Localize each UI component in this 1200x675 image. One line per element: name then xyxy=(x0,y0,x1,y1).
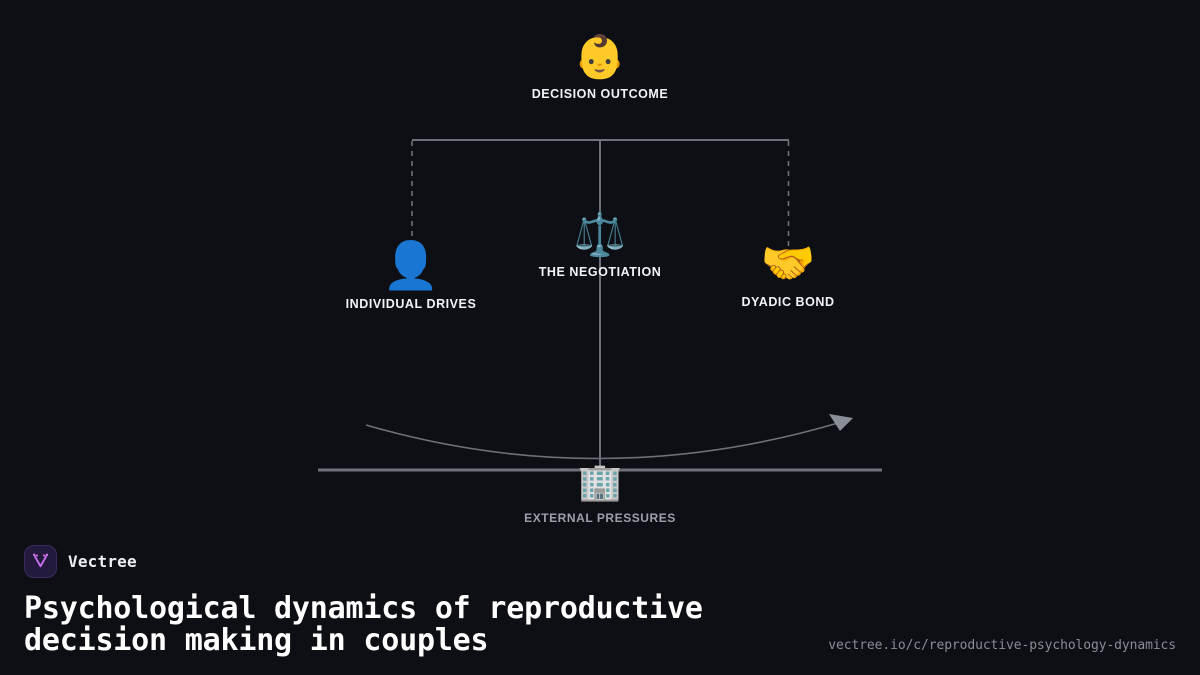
feedback-arc xyxy=(365,422,839,460)
source-url: vectree.io/c/reproductive-psychology-dyn… xyxy=(828,638,1176,653)
footer: Vectree Psychological dynamics of reprod… xyxy=(0,544,1200,675)
v-branch-glyph xyxy=(32,553,49,568)
baby-emoji: 👶 xyxy=(573,32,627,81)
page-title: Psychological dynamics of reproductive d… xyxy=(24,590,703,658)
node-the-negotiation[interactable]: ⚖️ THE NEGOTIATION xyxy=(538,210,662,280)
node-label-the-negotiation: THE NEGOTIATION xyxy=(538,265,662,279)
node-label-decision-outcome: DECISION OUTCOME xyxy=(531,87,669,101)
node-label-individual-drives: INDIVIDUAL DRIVES xyxy=(345,297,477,311)
node-external-pressures[interactable]: 🏢 EXTERNAL PRESSURES xyxy=(524,462,676,526)
arrow-head-icon xyxy=(829,414,853,431)
node-label-dyadic-bond: DYADIC BOND xyxy=(741,295,835,309)
node-individual-drives[interactable]: 👤 INDIVIDUAL DRIVES xyxy=(346,242,477,311)
office-building-emoji: 🏢 xyxy=(577,462,623,503)
vectree-v-logo-icon xyxy=(24,544,57,578)
person-silhouette-emoji: 👤 xyxy=(382,238,440,292)
brand-name: Vectree xyxy=(68,551,137,571)
node-label-external-pressures: EXTERNAL PRESSURES xyxy=(524,511,676,525)
node-decision-outcome[interactable]: 👶 DECISION OUTCOME xyxy=(531,32,669,102)
node-dyadic-bond[interactable]: 🤝 DYADIC BOND xyxy=(741,238,835,310)
balance-scale-emoji: ⚖️ xyxy=(573,210,627,259)
handshake-emoji: 🤝 xyxy=(760,238,816,289)
brand[interactable]: Vectree xyxy=(24,544,1176,578)
